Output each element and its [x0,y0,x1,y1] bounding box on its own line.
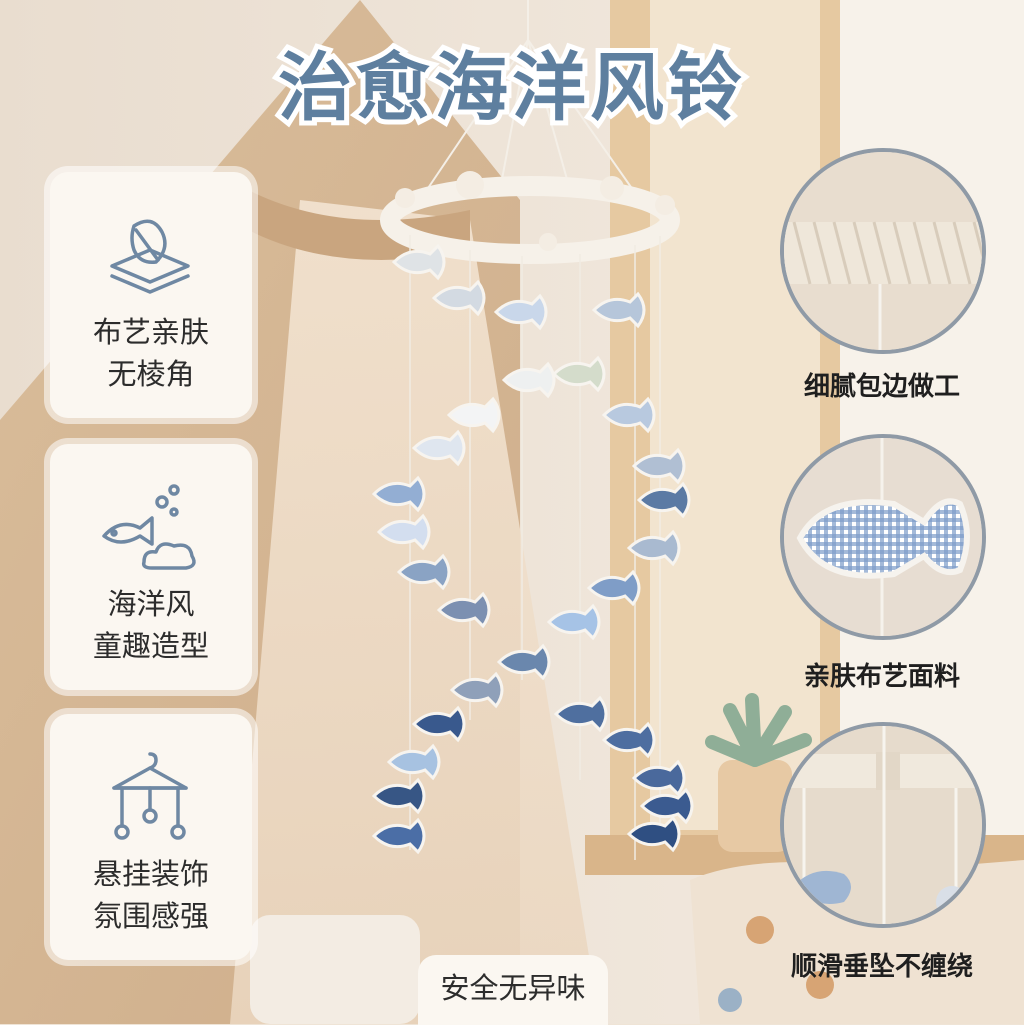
felt-fish [411,429,466,467]
feather-fabric-icon [110,219,190,294]
felt-fish [591,291,646,329]
felt-fish [396,553,451,591]
felt-fish [431,279,486,317]
detail-circle-drape [780,722,986,928]
felt-fish [371,817,426,855]
felt-fish [371,777,426,815]
felt-fish [436,591,491,629]
feature-text-line2: 童趣造型 [92,629,209,663]
felt-fish [601,396,656,434]
feature-card-ocean: 海洋风 童趣造型 [50,444,252,690]
felt-fish [371,475,426,513]
felt-fish [631,447,686,485]
fish-bubbles-icon [102,484,196,570]
felt-fish [496,643,551,681]
detail-caption: 顺滑垂坠不缠绕 [790,952,973,982]
feature-text-line2: 氛围感强 [92,899,209,933]
detail-caption: 细腻包边做工 [803,372,960,402]
felt-fish [551,355,606,393]
feature-text-line1: 悬挂装饰 [92,857,209,891]
felt-fish [601,721,656,759]
detail-caption: 亲肤布艺面料 [803,662,960,692]
felt-fish [449,671,504,709]
felt-fish [626,529,681,567]
felt-fish [626,815,681,853]
safety-badge: 安全无异味 [418,955,608,1025]
felt-fish [636,481,691,519]
detail-circle-fabric [780,434,986,640]
ring-closeup-image [784,152,982,350]
page-title: 治愈海洋风铃 [273,40,747,136]
felt-fish [586,569,641,607]
felt-fish [376,513,431,551]
detail-circle-edge [780,148,986,354]
felt-fish [631,759,686,797]
hanging-mobile-icon [112,752,188,840]
felt-fish [501,361,556,399]
felt-fish [386,743,441,781]
felt-fish [391,243,446,281]
felt-fish [493,293,548,331]
felt-fish [411,705,466,743]
feature-card-fabric: 布艺亲肤 无棱角 [50,172,252,418]
felt-fish [546,603,601,641]
feature-text-line1: 海洋风 [107,587,195,621]
fish-closeup-image [784,438,982,636]
feature-card-hanging: 悬挂装饰 氛围感强 [50,714,252,960]
feature-text-line1: 布艺亲肤 [92,315,209,349]
felt-fish [639,787,694,825]
feature-text-line2: 无棱角 [107,357,195,391]
felt-fish [553,695,608,733]
strings-closeup-image [784,726,982,924]
felt-fish [446,396,501,434]
